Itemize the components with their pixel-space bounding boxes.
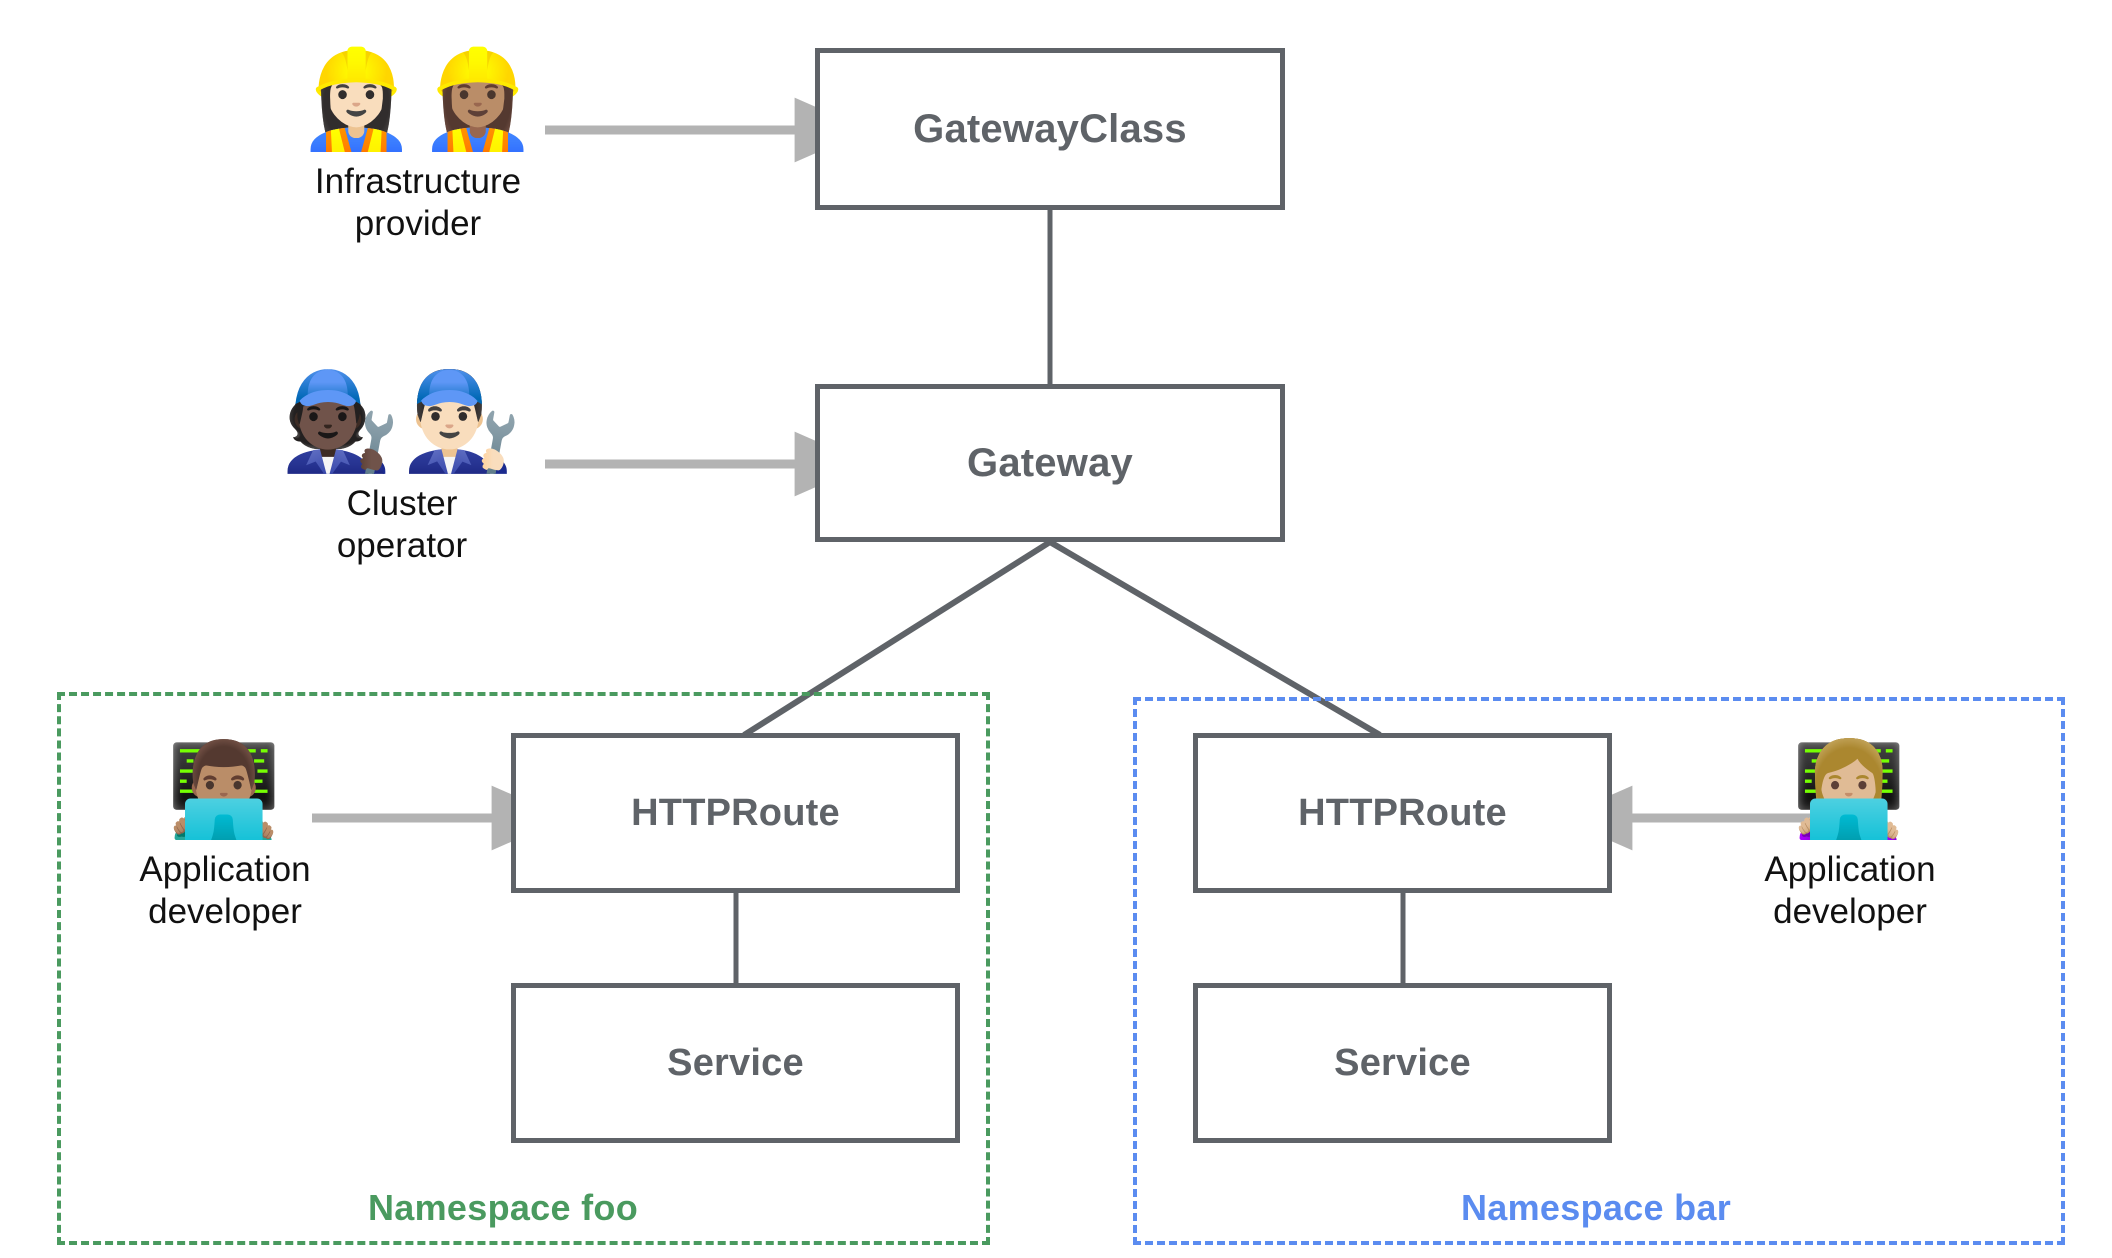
resource-label-gateway: Gateway [967,440,1133,485]
persona-caption-application-developer-bar: Application developer [1764,849,1935,934]
resource-box-service-bar[interactable]: Service [1193,983,1612,1143]
woman-construction-worker-icon: 👷🏻‍♀️👷🏽‍♀️ [296,46,540,153]
persona-caption-line1: Infrastructure [314,161,522,201]
man-technologist-icon: 👨🏽‍💻 [166,739,284,841]
persona-caption-application-developer-foo: Application developer [139,849,310,934]
resource-label-service-foo: Service [667,1041,804,1084]
resource-label-httproute-foo: HTTPRoute [631,791,840,834]
resource-label-httproute-bar: HTTPRoute [1298,791,1507,834]
resource-label-gatewayclass: GatewayClass [913,106,1187,151]
resource-box-gatewayclass[interactable]: GatewayClass [815,48,1285,210]
woman-technologist-icon: 👩🏼‍💻 [1791,739,1909,841]
namespace-label-bar: Namespace bar [1461,1187,1732,1228]
resource-label-service-bar: Service [1334,1041,1471,1084]
persona-caption-infrastructure-provider: Infrastructure provider [315,161,521,246]
resource-box-service-foo[interactable]: Service [511,983,960,1143]
resource-box-httproute-bar[interactable]: HTTPRoute [1193,733,1612,893]
namespace-label-foo: Namespace foo [368,1187,638,1228]
persona-caption-line1: Application [1764,849,1936,889]
persona-application-developer-bar: 👩🏼‍💻 Application developer [1680,742,2020,934]
persona-caption-line2: developer [1773,892,1927,932]
resource-box-httproute-foo[interactable]: HTTPRoute [511,733,960,893]
persona-application-developer-foo: 👨🏽‍💻 Application developer [55,742,395,934]
persona-infrastructure-provider: 👷🏻‍♀️👷🏽‍♀️ Infrastructure provider [248,46,588,246]
namespace-region-foo [57,692,990,1245]
persona-caption-line2: developer [148,892,302,932]
persona-caption-cluster-operator: Cluster operator [337,483,467,568]
namespace-region-bar [1133,697,2065,1245]
persona-caption-line1: Application [139,849,311,889]
persona-caption-line1: Cluster [346,483,458,523]
person-mechanic-icon: 🧑🏿‍🔧👨🏻‍🔧 [280,368,524,475]
persona-caption-line2: operator [336,526,468,566]
persona-cluster-operator: 🧑🏿‍🔧👨🏻‍🔧 Cluster operator [232,368,572,568]
resource-box-gateway[interactable]: Gateway [815,384,1285,542]
persona-caption-line2: provider [354,204,482,244]
